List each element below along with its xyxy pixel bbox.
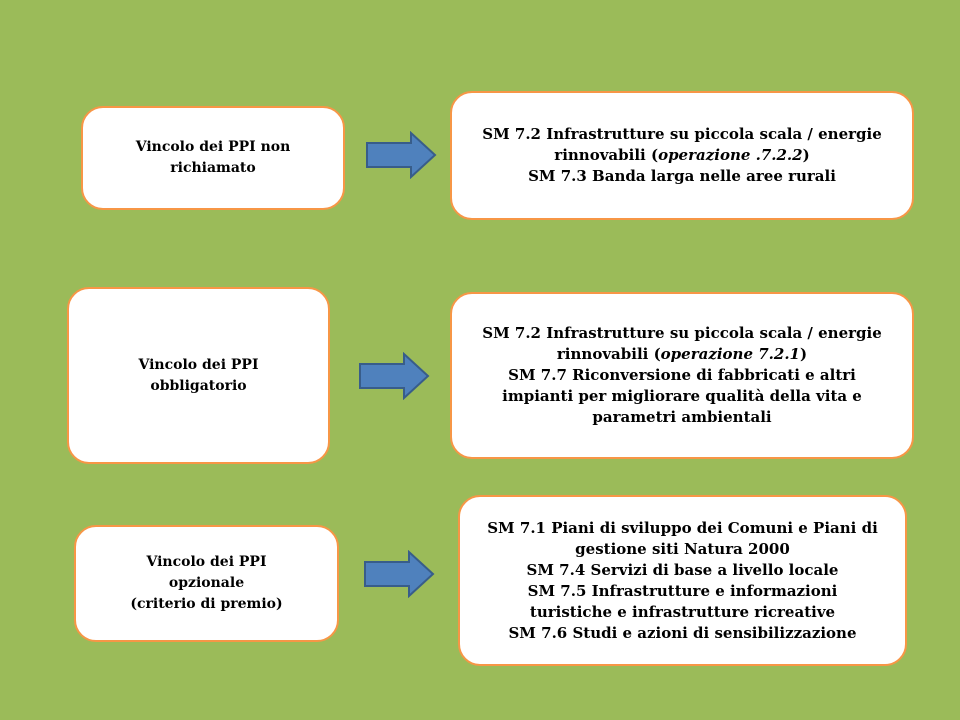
right-arrow-icon	[364, 550, 435, 598]
submeasure-line: impianti per migliorare qualità della vi…	[482, 386, 882, 407]
submeasure-text: SM 7.7 Riconversione di fabbricati e alt…	[508, 366, 856, 384]
constraint-label-line: Vincolo dei PPI	[138, 356, 259, 373]
submeasure-line: SM 7.6 Studi e azioni di sensibilizzazio…	[487, 623, 878, 644]
submeasure-text: rinnovabili (	[554, 146, 659, 164]
constraint-label-line: Vincolo dei PPI non	[135, 139, 291, 155]
submeasure-text: )	[802, 146, 810, 164]
constraint-label: Vincolo dei PPI obbligatorio	[139, 355, 259, 397]
submeasure-line: SM 7.2 Infrastrutture su piccola scala /…	[482, 323, 882, 344]
constraint-label-line: richiamato	[170, 160, 256, 176]
submeasure-line: rinnovabili (operazione 7.2.1)	[482, 344, 882, 365]
submeasure-line: rinnovabili (operazione .7.2.2)	[482, 145, 882, 166]
constraint-box-not-referenced: Vincolo dei PPI non richiamato	[81, 106, 345, 210]
submeasure-text: SM 7.2 Infrastrutture su piccola scala /…	[482, 125, 882, 143]
constraint-label: Vincolo dei PPI opzionale (criterio di pre…	[130, 552, 282, 615]
submeasure-line: SM 7.7 Riconversione di fabbricati e alt…	[482, 365, 882, 386]
submeasure-line: parametri ambientali	[482, 407, 882, 428]
constraint-box-mandatory: Vincolo dei PPI obbligatorio	[67, 287, 330, 464]
right-arrow-icon	[366, 131, 437, 179]
constraint-label: Vincolo dei PPI non richiamato	[136, 137, 291, 179]
submeasure-text: SM 7.5 Infrastrutture e informazioni	[527, 581, 838, 600]
submeasure-text: SM 7.3 Banda larga nelle aree rurali	[528, 167, 836, 185]
constraint-box-optional: Vincolo dei PPI opzionale (criterio di pre…	[74, 525, 339, 642]
submeasure-line: SM 7.1 Piani di sviluppo dei Comuni e Pi…	[487, 518, 878, 539]
submeasure-text: turistiche e infrastrutture ricreative	[529, 602, 836, 621]
submeasure-text: parametri ambientali	[592, 408, 772, 426]
submeasure-line: SM 7.5 Infrastrutture e informazioni	[487, 581, 878, 602]
submeasure-text: )	[799, 345, 808, 363]
submeasure-text: SM 7.6 Studi e azioni di sensibilizzazio…	[508, 623, 857, 642]
constraint-label-line: opzionale	[168, 575, 245, 591]
operation-code: operazione 7.2.1	[660, 345, 800, 363]
submeasure-list: SM 7.2 Infrastrutture su piccola scala /…	[482, 124, 882, 187]
submeasure-list: SM 7.2 Infrastrutture su piccola scala /…	[482, 323, 882, 428]
operation-code: operazione .7.2.2	[658, 146, 803, 164]
submeasure-text: impianti per migliorare qualità della vi…	[502, 387, 862, 405]
constraint-label-line: obbligatorio	[150, 377, 247, 394]
submeasure-text: SM 7.4 Servizi di base a livello locale	[526, 560, 839, 579]
submeasure-text: rinnovabili (	[556, 345, 661, 363]
constraint-label-line: (criterio di premio)	[130, 596, 283, 612]
submeasure-line: SM 7.3 Banda larga nelle aree rurali	[482, 166, 882, 187]
submeasures-box-mandatory: SM 7.2 Infrastrutture su piccola scala /…	[450, 292, 914, 459]
submeasure-line: SM 7.2 Infrastrutture su piccola scala /…	[482, 124, 882, 145]
submeasure-line: SM 7.4 Servizi di base a livello locale	[487, 560, 878, 581]
submeasures-box-not-referenced: SM 7.2 Infrastrutture su piccola scala /…	[450, 91, 914, 220]
submeasures-box-optional: SM 7.1 Piani di sviluppo dei Comuni e Pi…	[458, 495, 907, 666]
submeasure-text: SM 7.2 Infrastrutture su piccola scala /…	[482, 324, 882, 342]
submeasure-list: SM 7.1 Piani di sviluppo dei Comuni e Pi…	[487, 518, 878, 644]
submeasure-line: turistiche e infrastrutture ricreative	[487, 602, 878, 623]
right-arrow-icon	[359, 352, 430, 400]
submeasure-text: SM 7.1 Piani di sviluppo dei Comuni e Pi…	[487, 518, 878, 537]
constraint-label-line: Vincolo dei PPI	[146, 554, 267, 570]
submeasure-text: gestione siti Natura 2000	[575, 539, 790, 558]
submeasure-line: gestione siti Natura 2000	[487, 539, 878, 560]
